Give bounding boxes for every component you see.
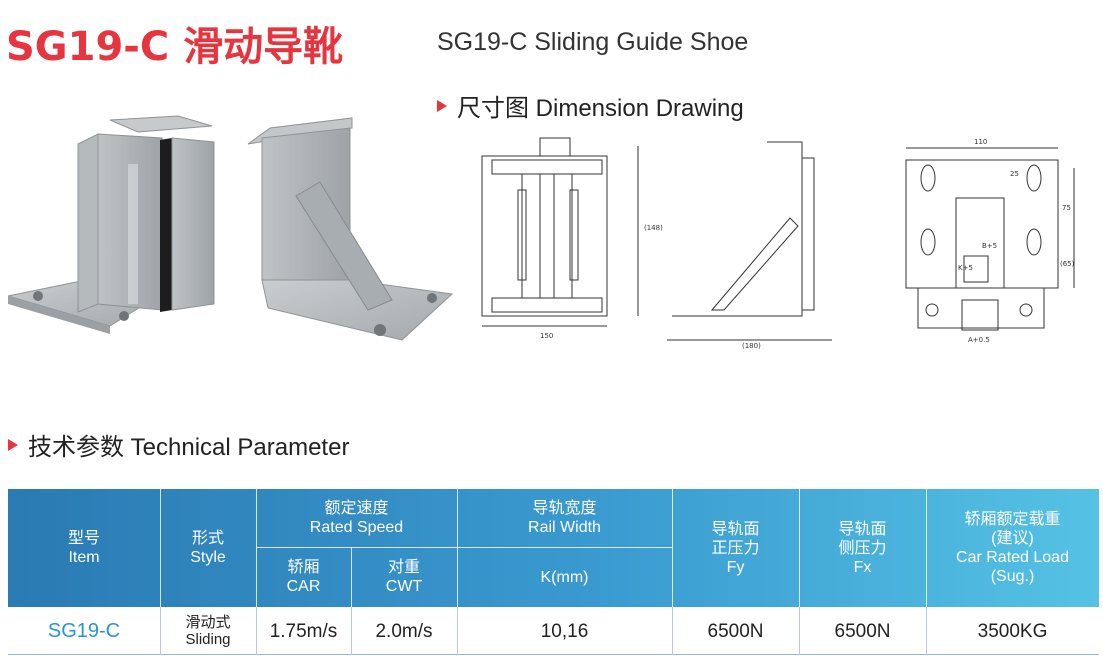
dimension-drawing: (148) 150 (180) 110 25 75 (65) A+0.5 B+5… — [481, 137, 1075, 350]
front-height-label: (148) — [644, 224, 663, 232]
side-width-label: (180) — [742, 342, 761, 350]
front-width-label: 150 — [540, 332, 553, 340]
top-gap-label: 25 — [1010, 170, 1019, 178]
cell-item: SG19-C — [47, 619, 121, 642]
page-title: SG19-C 滑动导靴 — [6, 24, 344, 70]
header-cwt: 对重 CWT — [385, 559, 423, 595]
triangle-bullet-icon — [8, 438, 18, 451]
top-b-label: B+5 — [982, 242, 997, 250]
table-row — [8, 607, 1099, 655]
table-header — [8, 489, 1099, 607]
cell-fy: 6500N — [707, 620, 764, 642]
technical-heading-text: 技术参数 Technical Parameter — [28, 434, 350, 461]
cell-style: 滑动式 Sliding — [185, 614, 231, 648]
top-slot-label: A+0.5 — [968, 336, 990, 344]
cell-rail-width: 10,16 — [540, 620, 589, 642]
cell-cwt-speed: 2.0m/s — [375, 620, 433, 642]
triangle-bullet-icon — [437, 99, 447, 112]
parameter-table: 型号 Item 形式 Style 额定速度 Rated Speed 轿厢 CAR… — [8, 489, 1099, 657]
top-width-label: 110 — [974, 138, 987, 146]
top-dim-75-label: 75 — [1062, 204, 1071, 212]
header-rated-speed: 额定速度 Rated Speed — [309, 500, 404, 536]
header-rail-width: 导轨宽度 Rail Width — [528, 500, 601, 536]
header-car: 轿厢 CAR — [286, 559, 321, 595]
top-dim-65-label: (65) — [1060, 260, 1075, 268]
top-k-label: K+5 — [958, 264, 973, 272]
technical-section-heading: 技术参数 Technical Parameter — [8, 427, 349, 462]
header-fy: 导轨面 正压力 Fy — [711, 520, 760, 576]
header-item: 型号 Item — [67, 530, 100, 566]
header-fx: 导轨面 侧压力 Fx — [838, 520, 887, 576]
dimension-heading-text: 尺寸图 Dimension Drawing — [457, 95, 744, 122]
cell-car-speed: 1.75m/s — [269, 620, 338, 642]
header-car-rated-load: 轿厢额定载重 (建议) Car Rated Load (Sug.) — [956, 511, 1069, 585]
dimension-section-heading: 尺寸图 Dimension Drawing — [437, 88, 744, 123]
page-subtitle: SG19-C Sliding Guide Shoe — [437, 28, 749, 56]
header-style: 形式 Style — [190, 530, 226, 566]
product-photo — [7, 115, 454, 341]
header-k-unit: K(mm) — [540, 568, 589, 586]
cell-car-rated-load: 3500KG — [977, 620, 1048, 642]
cell-fx: 6500N — [834, 620, 891, 642]
